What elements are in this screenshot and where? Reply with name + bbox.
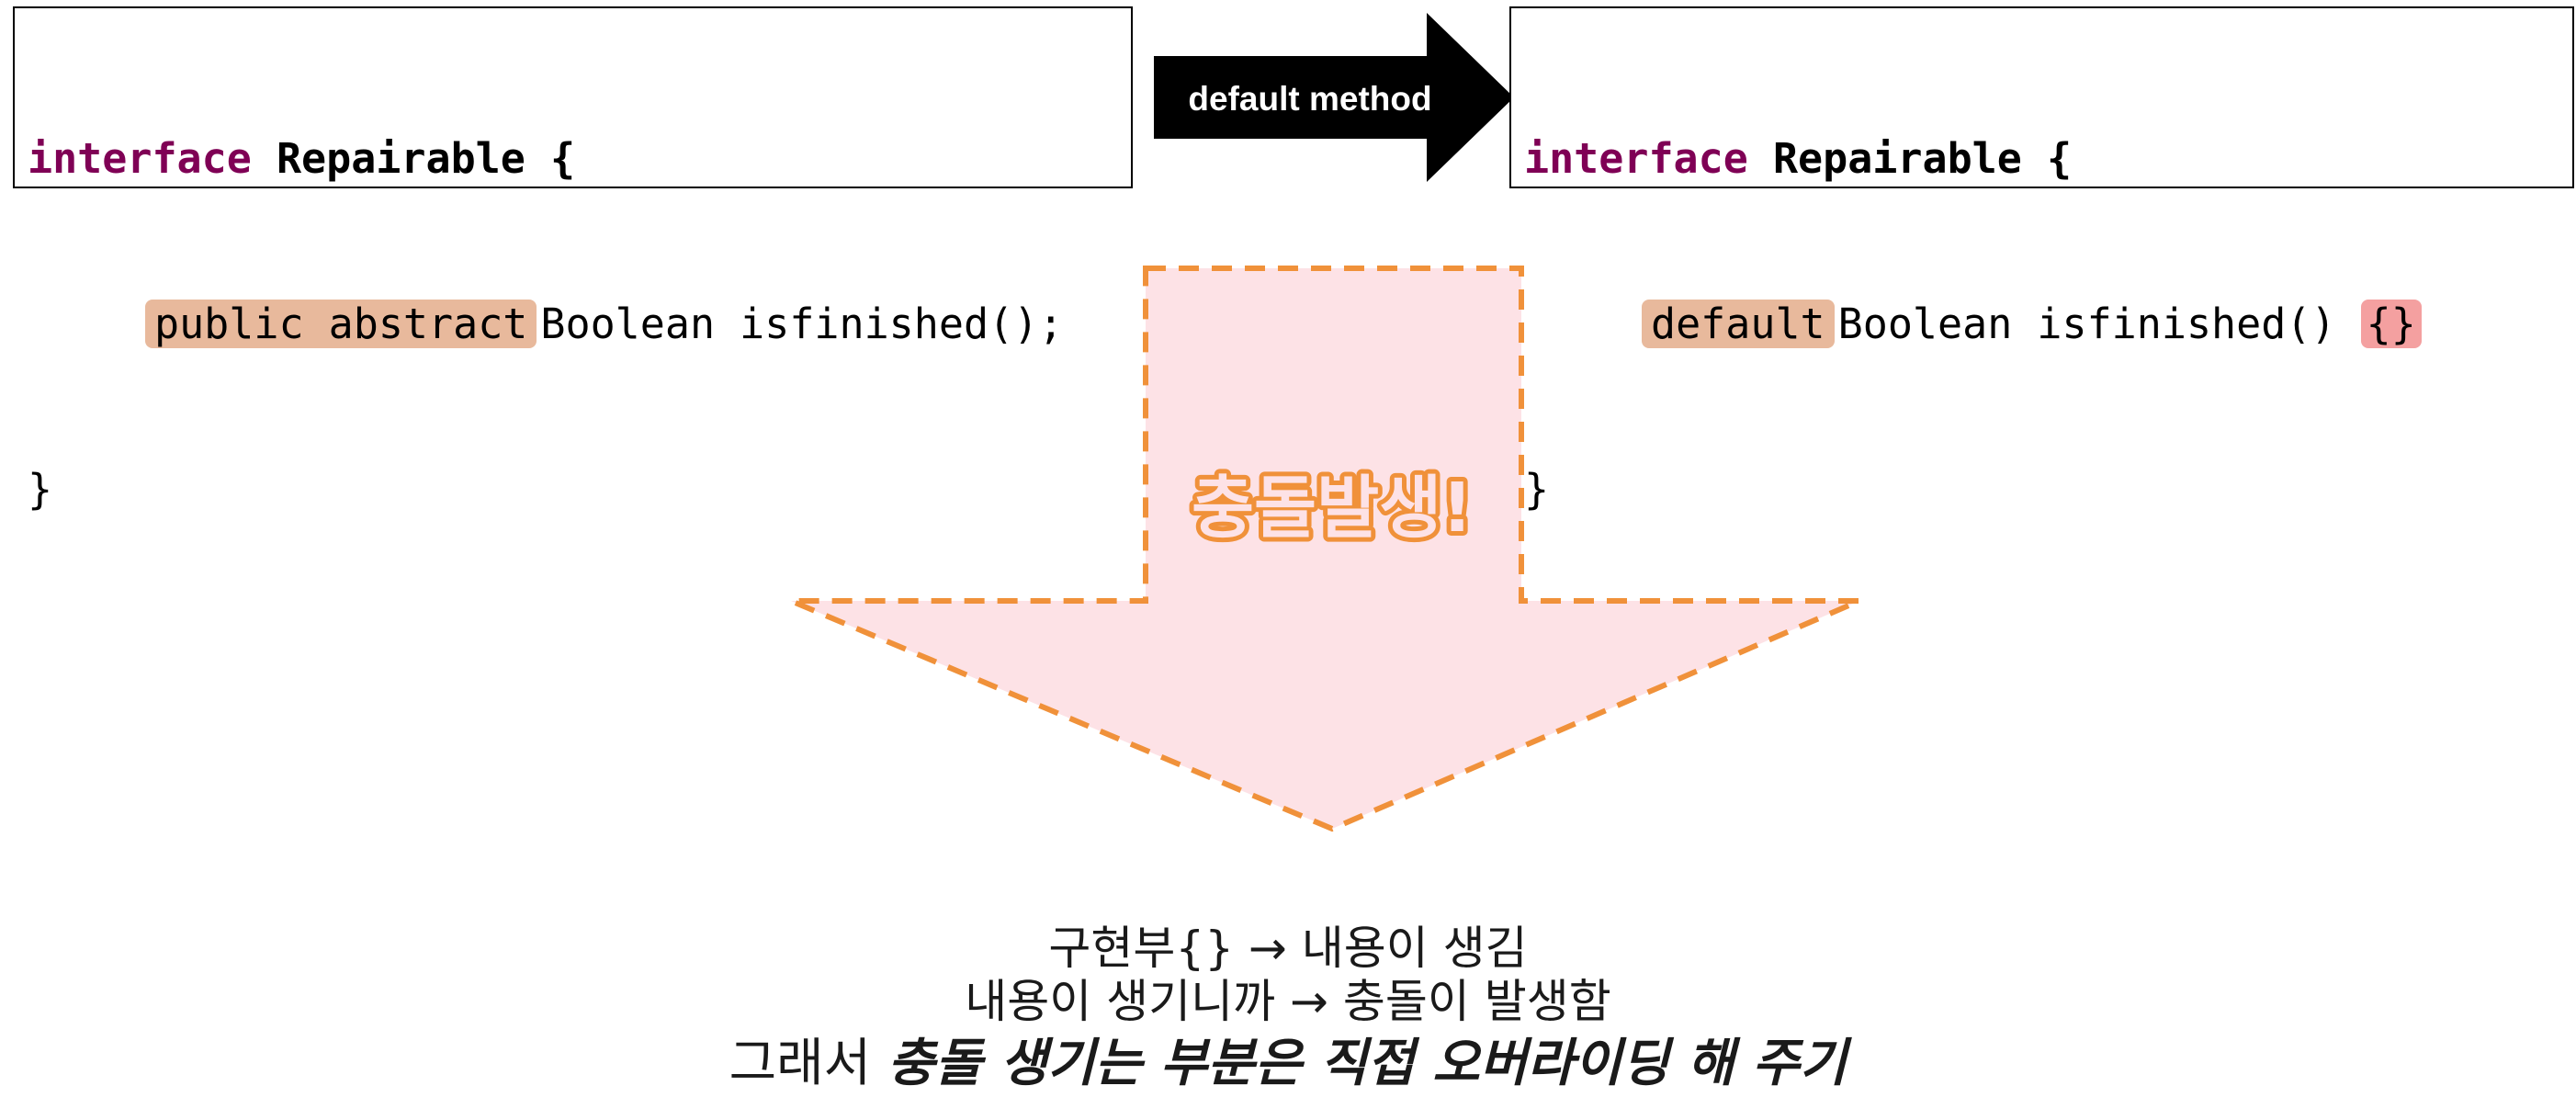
method-signature: Boolean isfinished()	[1837, 300, 2336, 348]
modifier-highlight: default	[1642, 300, 1835, 348]
interface-keyword: interface	[1524, 134, 1748, 183]
interface-keyword: interface	[28, 134, 252, 183]
closing-brace: }	[28, 465, 53, 514]
interface-name: Repairable {	[276, 134, 576, 183]
arrow-label: default method	[1188, 80, 1431, 118]
collision-label: 충돌발생!	[1192, 469, 1473, 548]
arrow-right-icon: default method	[1154, 13, 1514, 182]
interface-name: Repairable {	[1772, 134, 2073, 183]
code-line-1: interface Repairable {	[28, 131, 1131, 187]
closing-brace: }	[1524, 465, 1550, 514]
code-line-3: }	[28, 462, 1131, 517]
code-line-3: }	[1524, 462, 2572, 517]
arrow-down-icon: 충돌발생!	[789, 266, 1861, 832]
explanation-line-1: 구현부{} → 내용이 생김	[1048, 922, 1528, 975]
modifier-highlight: public abstract	[145, 300, 537, 348]
method-signature: Boolean isfinished();	[540, 300, 1064, 348]
code-line-1: interface Repairable {	[1524, 131, 2572, 187]
conclusion-emphasis: 충돌 생기는 부분은 직접 오버라이딩 해 주기	[887, 1034, 1847, 1093]
braces-highlight: {}	[2360, 300, 2422, 348]
explanation-line-3: 그래서 충돌 생기는 부분은 직접 오버라이딩 해 주기	[0, 1022, 2576, 1096]
conclusion-prefix: 그래서	[729, 1034, 872, 1093]
explanation-line-2: 내용이 생기니까 → 충돌이 발생함	[965, 975, 1611, 1028]
